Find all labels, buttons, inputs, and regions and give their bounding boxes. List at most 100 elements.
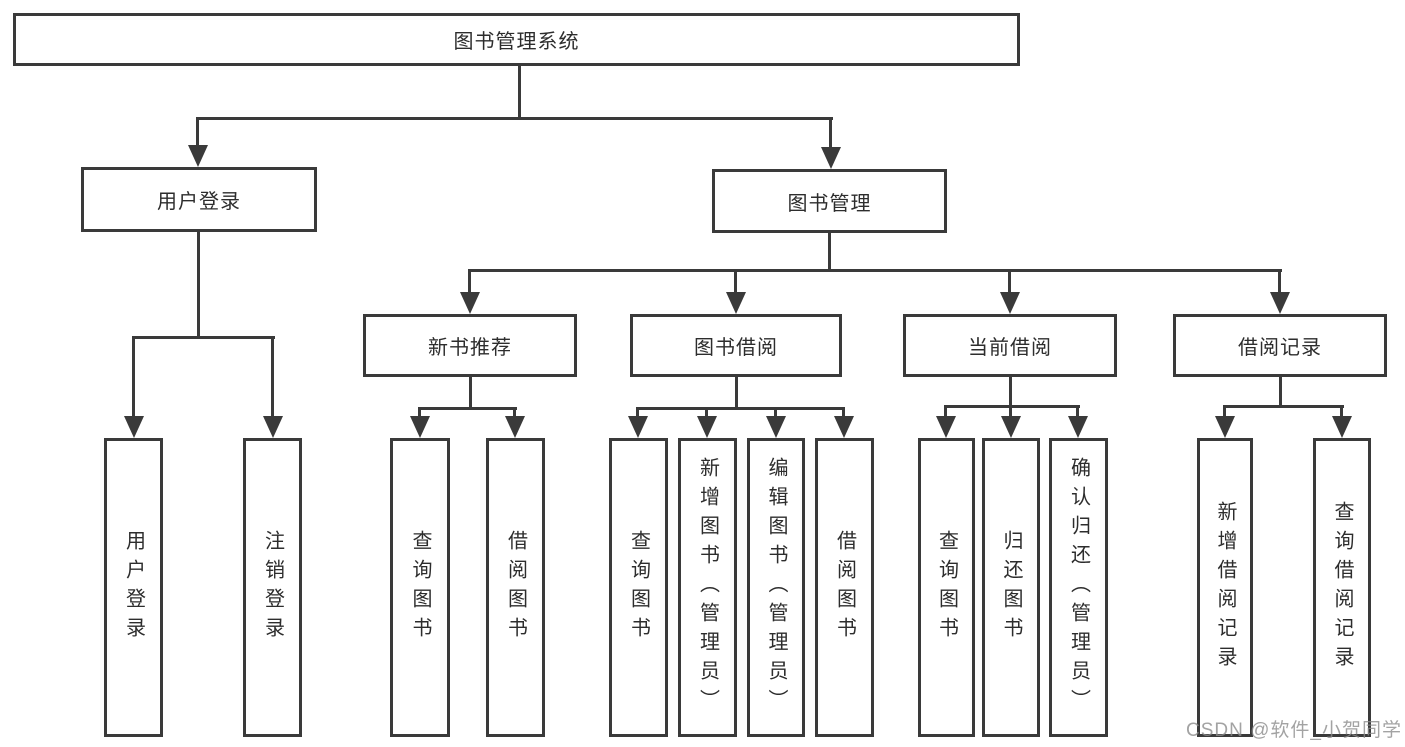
connector-newbook-stem [469,377,472,408]
arrow-stem [829,117,832,151]
connector-arrow [1270,269,1290,314]
arrow-down-icon [124,416,144,438]
node-label: 新书推荐 [428,337,512,359]
leaf-newbook-query-books: 查询图书 [390,438,450,737]
connector-arrow [821,117,841,169]
node-library-management-system: 图书管理系统 [13,13,1020,66]
node-label: 借阅记录 [1238,337,1322,359]
node-book-management: 图书管理 [712,169,947,233]
connector-arrow [834,407,854,438]
leaf-current-return-books: 归还图书 [982,438,1040,737]
arrow-down-icon [505,416,525,438]
node-label: 确认归还（管理员） [1067,457,1090,718]
node-new-book-recommend: 新书推荐 [363,314,577,377]
node-label: 查询图书 [409,529,431,646]
leaf-borrow-add-book-admin: 新增图书（管理员） [678,438,737,737]
node-label: 图书管理系统 [453,31,580,53]
arrow-down-icon [1068,416,1088,438]
arrow-stem [1076,405,1079,420]
arrow-down-icon [766,416,786,438]
connector-arrow [766,407,786,438]
arrow-down-icon [697,416,717,438]
arrow-down-icon [726,292,746,314]
connector-newbook-hline [419,407,517,410]
arrow-down-icon [821,147,841,169]
leaf-user-login: 用户登录 [104,438,163,737]
connector-current-hline [945,405,1080,408]
leaf-logout: 注销登录 [243,438,302,737]
node-label: 图书管理 [787,192,872,215]
node-current-borrowing: 当前借阅 [903,314,1117,377]
node-borrowing-records: 借阅记录 [1173,314,1387,377]
arrow-stem [513,407,516,420]
connector-userlogin-stem [197,232,200,336]
connector-current-stem [1009,377,1012,405]
connector-level3-hline [468,269,1282,272]
connector-root-stem [518,66,521,117]
connector-arrow [460,269,480,314]
connector-arrow [188,117,208,167]
connector-arrow [505,407,525,438]
connector-arrow [697,407,717,438]
leaf-current-query-books: 查询图书 [918,438,975,737]
arrow-stem [132,336,135,420]
arrow-stem [1008,269,1011,296]
arrow-down-icon [834,416,854,438]
node-label: 借阅图书 [504,529,527,646]
arrow-stem [468,269,471,296]
arrow-stem [1278,269,1281,296]
connector-arrow [124,336,144,438]
arrow-down-icon [263,416,283,438]
leaf-newbook-borrow-books: 借阅图书 [486,438,545,737]
node-label: 用户登录 [157,191,241,213]
arrow-down-icon [460,292,480,314]
connector-root-hline [197,117,833,120]
node-label: 新增借阅记录 [1214,500,1236,675]
arrow-stem [196,117,199,149]
node-user-login: 用户登录 [81,167,317,232]
csdn-watermark: CSDN @软件_小贺同学 [1186,720,1402,741]
arrow-down-icon [936,416,956,438]
arrow-stem [271,336,274,420]
connector-arrow [1215,405,1235,438]
arrow-stem [1340,405,1343,420]
arrow-down-icon [628,416,648,438]
node-label: 归还图书 [1000,529,1022,646]
connector-arrow [1000,269,1020,314]
node-label: 新增图书（管理员） [696,457,719,718]
node-label: 查询图书 [935,529,958,646]
connector-bookborrow-hline [637,407,845,410]
node-book-borrowing: 图书借阅 [630,314,842,377]
node-label: 查询借阅记录 [1331,500,1353,675]
arrow-stem [774,407,777,420]
leaf-record-add-borrow-record: 新增借阅记录 [1197,438,1253,737]
arrow-stem [636,407,639,420]
arrow-stem [1009,405,1012,420]
connector-arrow [1068,405,1088,438]
node-label: 当前借阅 [968,337,1052,359]
connector-arrow [936,405,956,438]
node-label: 用户登录 [122,529,145,646]
leaf-current-confirm-return-admin: 确认归还（管理员） [1049,438,1108,737]
connector-bookborrow-stem [735,377,738,408]
arrow-down-icon [188,145,208,167]
arrow-stem [842,407,845,420]
connector-record-stem [1279,377,1282,405]
connector-arrow [410,407,430,438]
arrow-down-icon [1000,292,1020,314]
arrow-down-icon [1001,416,1021,438]
node-label: 图书借阅 [694,337,778,359]
node-label: 编辑图书（管理员） [765,457,787,718]
leaf-borrow-edit-book-admin: 编辑图书（管理员） [747,438,805,737]
connector-arrow [628,407,648,438]
leaf-borrow-query-books: 查询图书 [609,438,668,737]
leaf-borrow-borrow-books: 借阅图书 [815,438,874,737]
node-label: 查询图书 [627,529,650,646]
connector-arrow [263,336,283,438]
arrow-down-icon [1270,292,1290,314]
leaf-record-query-borrow-record: 查询借阅记录 [1313,438,1371,737]
arrow-down-icon [1332,416,1352,438]
connector-arrow [726,269,746,314]
arrow-stem [734,269,737,296]
